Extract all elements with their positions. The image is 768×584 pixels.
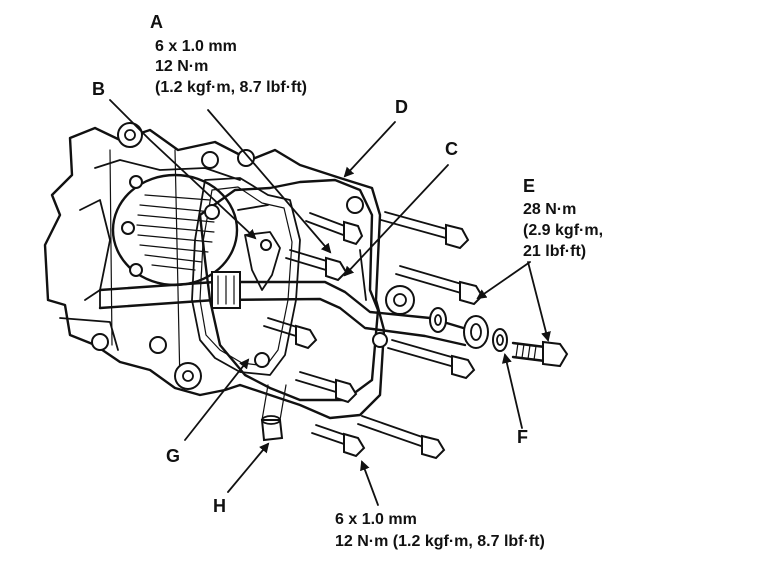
- label-f: F: [517, 427, 528, 447]
- bolt: [387, 339, 476, 380]
- banjo-fitting: [463, 315, 489, 349]
- washer-left: [429, 307, 447, 333]
- bolt: [357, 415, 446, 460]
- bolt: [285, 249, 348, 282]
- spec-e-alt1: (2.9 kgf·m,: [523, 222, 603, 239]
- bolt: [295, 371, 358, 404]
- gasket: [191, 177, 301, 376]
- spec-e-alt2: 21 lbf·ft): [523, 243, 586, 260]
- label-a: A: [150, 12, 163, 32]
- label-e: E: [523, 176, 535, 196]
- spec-a-size: 6 x 1.0 mm: [155, 38, 237, 55]
- label-b: B: [92, 79, 105, 99]
- spec-a-torque: 12 N·m: [155, 58, 208, 75]
- bracket: [244, 231, 281, 291]
- flare-bolt: [511, 340, 569, 368]
- label-d: D: [395, 97, 408, 117]
- dowel-pin: [260, 384, 287, 442]
- bolt: [263, 317, 318, 350]
- callout-leaders: [109, 99, 551, 506]
- bolt: [311, 424, 366, 458]
- spec-bottom-torque: 12 N·m (1.2 kgf·m, 8.7 lbf·ft): [335, 533, 545, 550]
- bolt: [380, 211, 470, 250]
- spec-a-alt: (1.2 kgf·m, 8.7 lbf·ft): [155, 79, 307, 96]
- bolt-group: [263, 211, 484, 460]
- label-g: G: [166, 446, 180, 466]
- bolt: [305, 212, 364, 246]
- spec-e-torque: 28 N·m: [523, 201, 576, 218]
- spec-bottom-size: 6 x 1.0 mm: [335, 511, 417, 528]
- end-cover: [198, 178, 415, 402]
- label-h: H: [213, 496, 226, 516]
- label-c: C: [445, 139, 458, 159]
- sealing-washer: [492, 328, 508, 352]
- gear-bearing-area: [111, 173, 239, 287]
